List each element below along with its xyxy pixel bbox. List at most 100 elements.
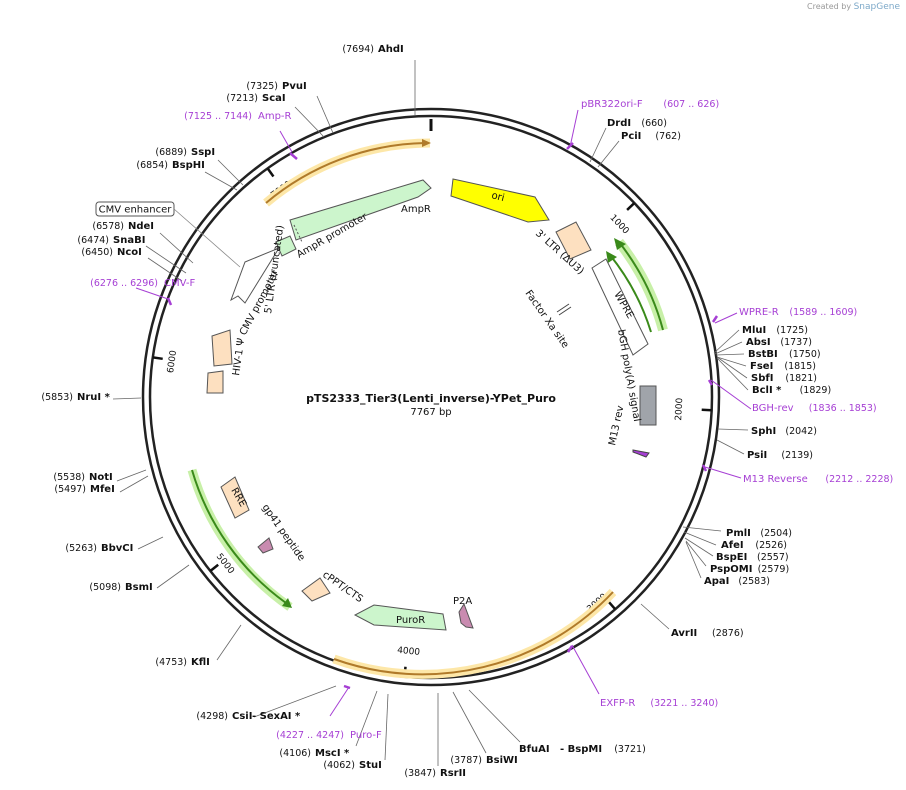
site-leader: [683, 531, 717, 546]
site-position: (6889): [155, 147, 187, 158]
site-name: SspI: [191, 147, 215, 158]
site-leader: [116, 469, 147, 482]
site-name: SbfI: [751, 373, 773, 384]
site-msci: (4106)MscI *: [279, 690, 378, 759]
primer-leader: [571, 644, 600, 695]
orf-line-left: [191, 469, 287, 604]
site-name: RsrII: [440, 768, 466, 779]
label-gp41: gp41 peptide: [260, 502, 307, 563]
site-leader: [713, 329, 740, 354]
site-name: AhdI: [378, 44, 404, 55]
site-leader: [684, 537, 714, 557]
primer-bghrev: BGH-rev(1836 .. 1853): [707, 379, 877, 414]
orf-line-wpre-a: [618, 241, 664, 331]
primer-pbr322orif: pBR322ori-F (607 .. 626): [566, 99, 719, 150]
site-name: - SexAI *: [252, 711, 301, 722]
site-position: (5538): [53, 472, 85, 483]
site-name: PspOMI: [710, 564, 752, 575]
site-position: (2557): [757, 552, 789, 563]
feature-ampr: [289, 179, 432, 241]
label-cmv-enhancer: CMV enhancer: [99, 205, 173, 216]
site-position: (5853): [41, 392, 73, 403]
site-ncoi: (6450)NcoI: [81, 247, 183, 282]
tick-label-2000: 2000: [674, 397, 685, 421]
site-snabi: (6474)SnaBI: [77, 235, 187, 274]
site-position: (3721): [614, 744, 646, 755]
label-p2a: P2A: [453, 596, 472, 607]
site-position: (6474): [77, 235, 109, 246]
primer-leader: [714, 312, 738, 324]
primer-name: Amp-R: [258, 111, 292, 122]
site-position: (2526): [755, 540, 787, 551]
tick-3000: [607, 600, 617, 611]
site-position: (7213): [226, 93, 258, 104]
site-sphi: SphI (2042): [717, 426, 817, 437]
site-mlui: MluI(1725): [713, 325, 808, 354]
primer-name: EXFP-R: [600, 698, 635, 709]
primer-mark: [166, 297, 173, 306]
feature-ampr-promoter: [275, 235, 297, 257]
primer-name: M13 Reverse: [743, 474, 808, 485]
primer-range: (2212 .. 2228): [825, 474, 893, 485]
site-leader: [682, 526, 722, 532]
site-position: (6854): [136, 160, 168, 171]
site-bstbi: BstBI(1750): [715, 349, 821, 360]
primer-name: Puro-F: [350, 730, 382, 741]
site-name: BsmI: [125, 582, 153, 593]
site-position: (2042): [785, 426, 817, 437]
site-name: PmlI: [726, 528, 751, 539]
site-pmli: PmlI (2504): [682, 526, 792, 539]
feature-puror: [353, 604, 447, 631]
feature-hiv-psi: [211, 329, 233, 367]
orf-highlight-ypet: [332, 588, 617, 679]
site-rsrii: (3847)RsrII: [404, 693, 466, 779]
site-fsei: FseI(1815): [716, 356, 816, 372]
site-leader: [452, 691, 487, 754]
site-leader: [112, 397, 142, 400]
label-m13rev: M13 rev: [607, 405, 626, 447]
site-pvui: (7325)PvuI: [246, 81, 334, 134]
site-position: (5263): [65, 543, 97, 554]
label-cppt: cPPT/CTS: [320, 569, 364, 605]
site-position: (7694): [342, 44, 374, 55]
primer-mark: [289, 152, 298, 160]
primer-cmvf: CMV-F(6276 .. 6296): [90, 278, 195, 306]
site-name: AvrII: [671, 628, 697, 639]
primer-mark: [566, 645, 574, 653]
snapgene-credit: Created by SnapGene: [807, 2, 900, 12]
primer-ampr: Amp-R(7125 .. 7144): [184, 111, 298, 160]
orf-arrowhead-wpre-b: [606, 251, 617, 263]
site-name: StuI: [359, 760, 382, 771]
site-name: MluI: [742, 325, 766, 336]
site-leader: [159, 232, 194, 264]
site-leader: [716, 357, 749, 391]
site-position: (7325): [246, 81, 278, 92]
site-position: (2504): [760, 528, 792, 539]
site-name: AfeI: [721, 540, 744, 551]
site-position: (1750): [789, 349, 821, 360]
site-ahdi: (7694) AhdI: [342, 44, 416, 115]
primer-wprer: WPRE-R(1589 .. 1609): [711, 307, 857, 324]
site-bspmi: - BspMI(3721): [560, 744, 646, 755]
primer-name: pBR322ori-F: [581, 99, 643, 110]
site-name: BspEI: [716, 552, 747, 563]
site-name: SphI: [751, 426, 776, 437]
site-sexai: - SexAI *: [252, 711, 301, 722]
credit-brand: SnapGene: [853, 2, 900, 12]
primer-leader: [329, 686, 350, 717]
site-leader: [640, 603, 670, 630]
site-name: AbsI: [746, 337, 771, 348]
site-leader: [147, 257, 183, 282]
primer-range: (607 .. 626): [663, 99, 719, 110]
site-bsmi: (5098)BsmI: [89, 564, 190, 593]
orf-arrow-ampr: [265, 142, 426, 204]
plasmid-length: 7767 bp: [410, 407, 451, 418]
site-name: MscI *: [315, 748, 350, 759]
feature-rre: [220, 476, 250, 519]
site-sbfi: SbfI(1821): [716, 356, 817, 384]
site-leader: [119, 475, 149, 493]
primer-range: (6276 .. 6296): [90, 278, 158, 289]
primer-name: BGH-rev: [752, 403, 794, 414]
site-position: (660): [641, 118, 667, 129]
leader-cmv-enhancer: [173, 208, 241, 268]
